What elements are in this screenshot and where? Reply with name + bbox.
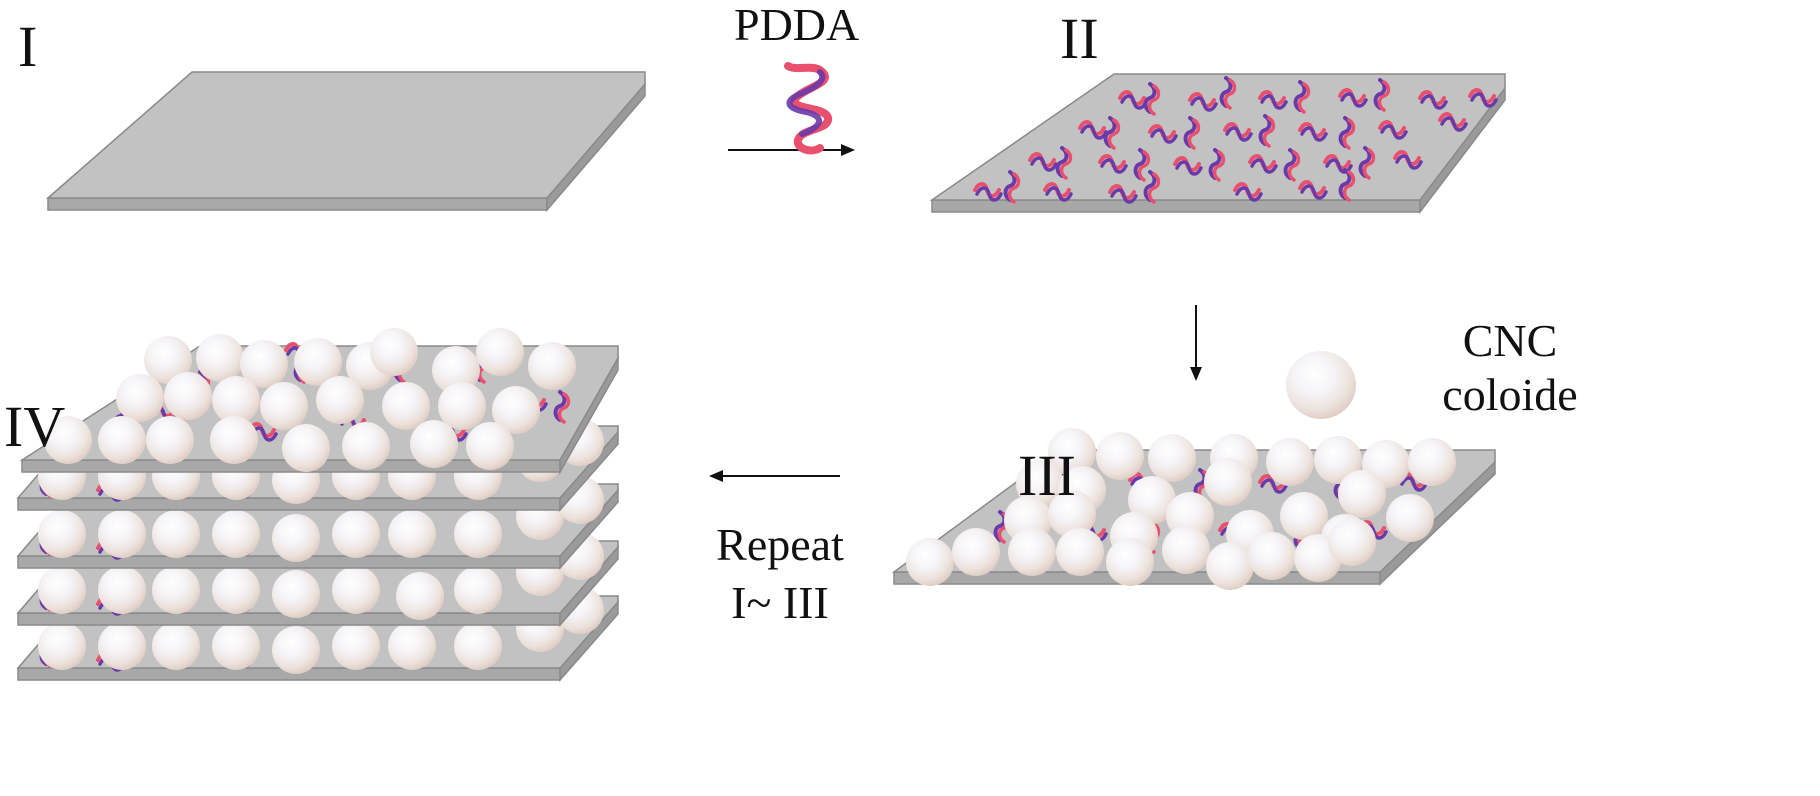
stage-label-III: III (1018, 443, 1076, 508)
stage-label-II: II (1060, 6, 1099, 71)
repeat-label-line1: Repeat (716, 519, 844, 570)
step-label-pdda: PDDA (734, 0, 860, 50)
sphere-icon (1286, 351, 1356, 419)
stage-label-I: I (18, 14, 38, 79)
stage-IV-multilayer-stack (16, 328, 619, 682)
stage-II-substrate (929, 73, 1506, 215)
stage-label-IV: IV (4, 394, 66, 459)
repeat-label-line2: I~ III (731, 577, 829, 628)
stack-layer (19, 328, 619, 475)
stage-I-substrate (46, 71, 646, 213)
polymer-helix-icon (784, 62, 832, 155)
repeat-label: Repeat I~ III (690, 522, 870, 626)
cnc-coloide-label: CNC coloide (1410, 318, 1610, 418)
cnc-label-line1: CNC (1462, 315, 1558, 366)
cnc-label-line2: coloide (1442, 369, 1578, 420)
